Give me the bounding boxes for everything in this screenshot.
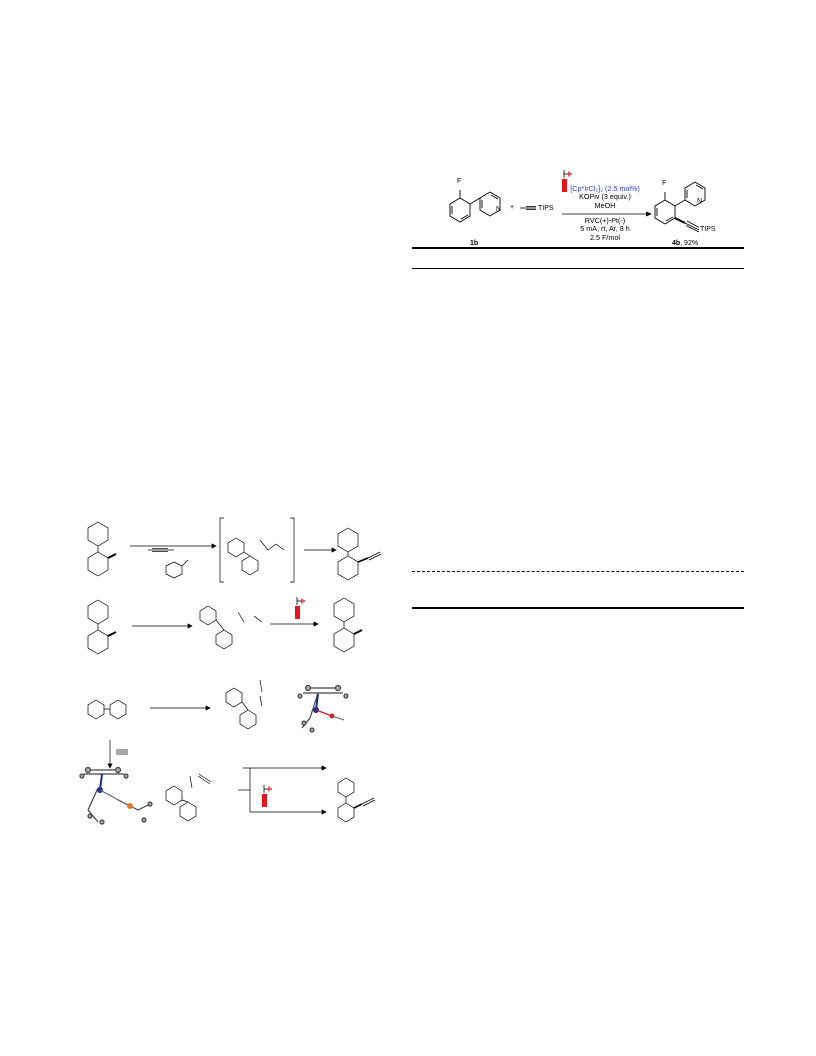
substrate-1b-structure xyxy=(449,190,501,223)
product-label: 4b xyxy=(672,240,681,247)
ortep-structure-icon xyxy=(297,684,349,733)
mechanism-row-4 xyxy=(107,740,376,823)
substrate-n-atom: N xyxy=(496,206,502,213)
plus-sign: + xyxy=(510,204,515,211)
catalyst-label: [Cp*IrCl₂]₂ (2.5 mol%) xyxy=(570,184,640,193)
battery-icon xyxy=(262,785,272,807)
reaction-conditions: [Cp*IrCl₂]₂ (2.5 mol%) KOPiv (3 equiv.) … xyxy=(560,184,650,210)
table-bottom-rule xyxy=(412,607,744,609)
mechanism-row-1 xyxy=(87,517,382,583)
table-top-rule xyxy=(412,247,744,249)
product-f-atom: F xyxy=(662,180,667,187)
electrolysis-conditions: RVC(+)-Pt(-) 5 mA, rt, Ar, 8 h 2.5 F/mol xyxy=(560,216,650,242)
product-yield: , 92% xyxy=(680,240,699,247)
reaction-scheme: F N 1b + TIPS [Cp*IrCl₂]₂ (2.5 mol%) KOP… xyxy=(410,160,750,270)
ortep-structure-icon xyxy=(79,766,153,825)
substrate-f-atom: F xyxy=(457,178,462,185)
product-yield-line: 4b, 92% xyxy=(672,240,698,247)
product-4b-structure xyxy=(654,181,706,233)
base-label: KOPiv (3 equiv.) xyxy=(579,192,631,202)
mechanism-row-3 xyxy=(87,679,263,730)
table-header-rule xyxy=(412,268,744,269)
charge-label: 2.5 F/mol xyxy=(590,232,620,242)
reaction-arrow xyxy=(562,211,652,217)
alkyne-structure xyxy=(520,206,536,210)
solvent-label: MeOH xyxy=(594,200,616,210)
battery-icon xyxy=(562,170,572,192)
mechanism-row-2 xyxy=(87,597,363,655)
battery-icon xyxy=(295,597,305,619)
product-n-atom: N xyxy=(697,198,703,205)
product-group: TIPS xyxy=(700,226,716,233)
substrate-label: 1b xyxy=(470,240,479,247)
current-label: 5 mA, rt, Ar, 8 h xyxy=(580,224,630,234)
alkyne-group: TIPS xyxy=(538,205,554,212)
electrodes-label: RVC(+)-Pt(-) xyxy=(584,216,626,225)
table-dashed-rule xyxy=(412,571,744,572)
